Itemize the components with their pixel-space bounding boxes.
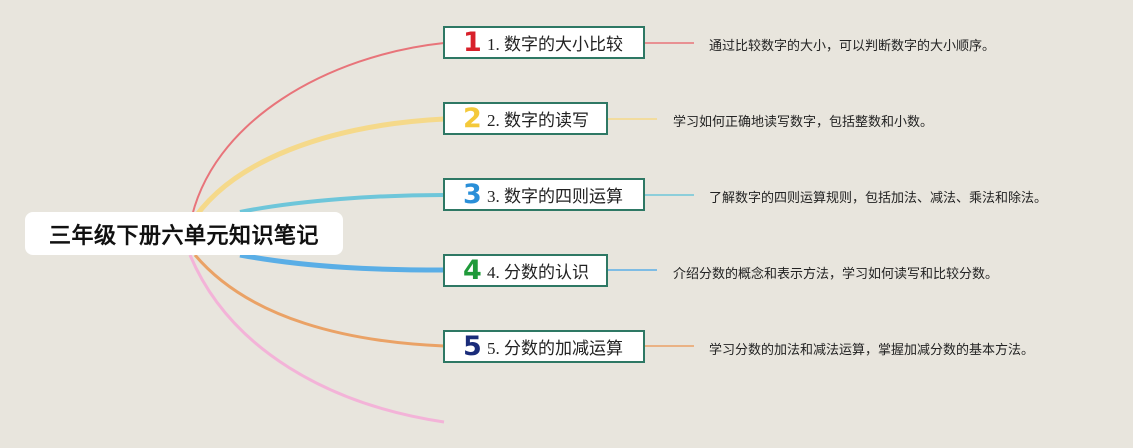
branch-label-5: 5. 分数的加减运算 — [487, 339, 623, 358]
root-topic-title: 三年级下册六单元知识笔记 — [48, 223, 319, 249]
branch-description-5: 学习分数的加法和减法运算，掌握加减分数的基本方法。 — [709, 343, 1035, 358]
branch-label-1: 1. 数字的大小比较 — [487, 35, 623, 54]
branch-node-1[interactable]: 1 1. 数字的大小比较 — [443, 26, 645, 59]
branch-node-3[interactable]: 3 3. 数字的四则运算 — [443, 178, 645, 211]
number-3-icon: 3 — [463, 179, 482, 210]
branch-node-5[interactable]: 5 5. 分数的加减运算 — [443, 330, 645, 363]
branch-label-3: 3. 数字的四则运算 — [487, 187, 623, 206]
branch-description-3: 了解数字的四则运算规则，包括加法、减法、乘法和除法。 — [709, 191, 1048, 206]
branch-description-1: 通过比较数字的大小，可以判断数字的大小顺序。 — [709, 39, 996, 54]
number-5-icon: 5 — [463, 331, 482, 362]
connector-branch-extra — [188, 254, 445, 424]
connector-branch-4 — [239, 252, 445, 273]
connector-branch-3 — [239, 193, 445, 214]
branch-node-4[interactable]: 4 4. 分数的认识 — [443, 254, 608, 287]
number-2-icon: 2 — [463, 103, 482, 134]
connector-branch-1 — [189, 42, 445, 226]
branch-label-2: 2. 数字的读写 — [487, 111, 589, 130]
branch-description-2: 学习如何正确地读写数字，包括整数和小数。 — [673, 115, 934, 130]
root-topic[interactable]: 三年级下册六单元知识笔记 — [25, 212, 343, 255]
branch-node-2[interactable]: 2 2. 数字的读写 — [443, 102, 608, 135]
connector-branch-2 — [187, 116, 445, 227]
branch-label-4: 4. 分数的认识 — [487, 263, 589, 282]
number-4-icon: 4 — [463, 255, 482, 286]
number-1-icon: 1 — [463, 27, 482, 58]
branch-description-4: 介绍分数的概念和表示方法，学习如何读写和比较分数。 — [673, 267, 999, 282]
connector-branch-5 — [193, 254, 445, 348]
